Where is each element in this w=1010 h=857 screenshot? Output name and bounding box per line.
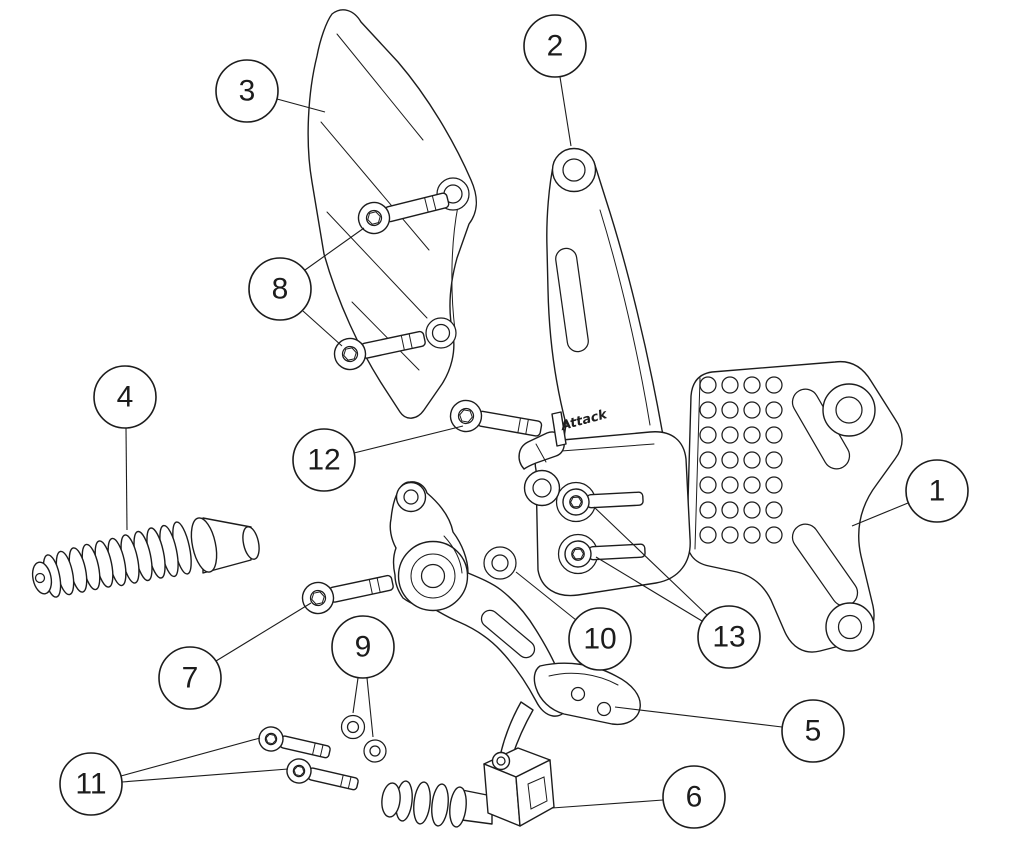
callout-circle: [781, 699, 845, 763]
callout-number: 13: [712, 621, 745, 654]
leader-line-11b: [121, 768, 289, 783]
callout-3: 3: [215, 59, 279, 123]
callout-number: 1: [929, 475, 946, 508]
leader-line-5: [614, 706, 783, 728]
part-9-washers: [340, 714, 387, 763]
callout-circle: [248, 257, 312, 321]
callout-5: 5: [781, 699, 845, 763]
callout-number: 10: [583, 623, 616, 656]
callout-number: 12: [307, 444, 340, 477]
leader-line-1: [851, 502, 909, 527]
callout-number: 3: [239, 75, 256, 108]
callout-13: 13: [697, 605, 761, 669]
leader-line-11a: [120, 737, 261, 777]
callout-8: 8: [248, 257, 312, 321]
part-6-shift-peg: [381, 747, 555, 828]
callout-12: 12: [292, 428, 356, 492]
bolt: [447, 397, 545, 446]
bolt: [255, 723, 333, 765]
callout-number: 9: [355, 631, 372, 664]
leader-lines: [120, 76, 909, 809]
bolt: [283, 755, 361, 797]
callout-9: 9: [331, 615, 395, 679]
callout-circle: [93, 365, 157, 429]
callout-4: 4: [93, 365, 157, 429]
callout-number: 4: [117, 381, 134, 414]
leader-line-2: [559, 76, 572, 147]
part-1-mount-plate: [686, 360, 903, 653]
callout-circle: [905, 459, 969, 523]
leader-line-9b: [366, 677, 374, 738]
leader-line-8a: [304, 227, 365, 271]
callout-11: 11: [59, 752, 123, 816]
callout-2: 2: [523, 14, 587, 78]
part-2-hanger-bracket: Attack: [518, 147, 691, 597]
callout-10: 10: [568, 607, 632, 671]
callout-circle: [215, 59, 279, 123]
callout-number: 5: [805, 715, 822, 748]
callout-circle: [523, 14, 587, 78]
leader-line-9a: [352, 677, 359, 714]
callout-number: 6: [686, 781, 703, 814]
part-12-pinch-bolt: [447, 397, 545, 446]
callout-number: 7: [182, 662, 199, 695]
callout-number: 2: [547, 30, 564, 63]
callout-number: 11: [75, 768, 106, 801]
leader-line-13a: [593, 506, 708, 616]
leader-line-12: [353, 425, 464, 454]
callout-circle: [568, 607, 632, 671]
part-4-footpeg: [31, 517, 260, 598]
callout-circle: [662, 765, 726, 829]
leader-line-7: [215, 602, 312, 662]
shift-arm-assembly: [389, 481, 568, 758]
leader-line-8b: [302, 310, 343, 347]
callout-1: 1: [905, 459, 969, 523]
part-10-washer: [483, 546, 517, 580]
leader-line-3: [276, 98, 326, 113]
callout-number: 8: [272, 273, 289, 306]
callout-6: 6: [662, 765, 726, 829]
leader-line-10: [515, 571, 577, 621]
detent-pin: [551, 411, 567, 447]
leader-line-6: [551, 799, 664, 809]
bolt: [298, 566, 397, 618]
part-7-bolt: [298, 566, 397, 618]
callout-circle: [292, 428, 356, 492]
callout-circle: [59, 752, 123, 816]
callout-circle: [331, 615, 395, 679]
leader-line-13b: [595, 556, 703, 622]
callout-circle: [697, 605, 761, 669]
leader-line-4: [125, 427, 128, 531]
callout-circle: [158, 646, 222, 710]
callout-7: 7: [158, 646, 222, 710]
part-5-toe-lever: [533, 662, 641, 726]
